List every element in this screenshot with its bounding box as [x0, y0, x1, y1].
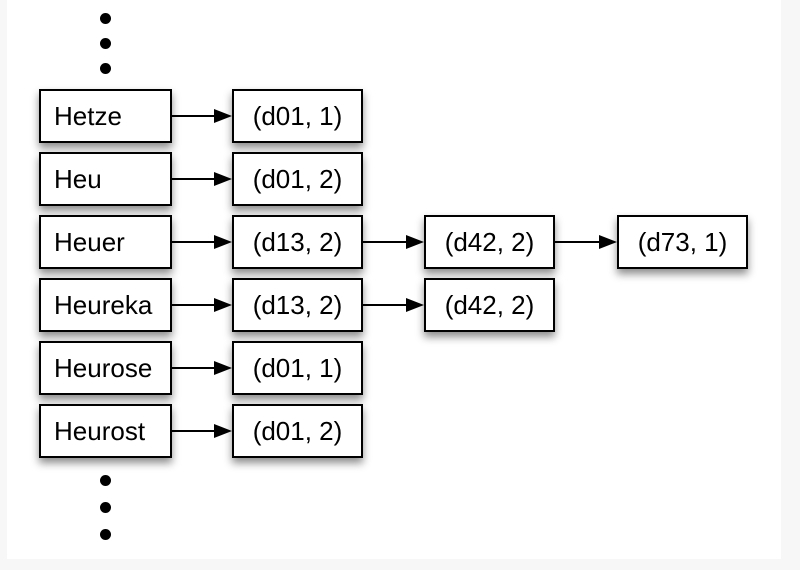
arrow-right-icon: [172, 424, 232, 438]
arrow-head: [406, 235, 424, 249]
arrow-shaft: [363, 241, 409, 243]
arrow-right-icon: [172, 298, 232, 312]
term-box-heu: Heu: [39, 152, 172, 206]
ellipsis-dot-top: [100, 62, 111, 74]
ellipsis-dot-top: [100, 12, 111, 24]
arrow-head: [214, 235, 232, 249]
arrow-right-icon: [172, 361, 232, 375]
ellipsis-dot-bottom: [100, 501, 111, 513]
term-box-heuer: Heuer: [39, 215, 172, 269]
arrow-head: [214, 298, 232, 312]
posting-box: (d01, 2): [232, 404, 363, 458]
term-box-heureka: Heureka: [39, 278, 172, 332]
arrow-head: [214, 424, 232, 438]
ellipsis-dot-bottom: [100, 528, 111, 540]
arrow-shaft: [172, 178, 217, 180]
arrow-shaft: [172, 430, 217, 432]
posting-box: (d13, 2): [232, 215, 363, 269]
ellipsis-dot-bottom: [100, 474, 111, 486]
posting-box: (d13, 2): [232, 278, 363, 332]
arrow-right-icon: [172, 172, 232, 186]
arrow-shaft: [363, 304, 409, 306]
arrow-shaft: [555, 241, 602, 243]
term-box-heurost: Heurost: [39, 404, 172, 458]
posting-box: (d73, 1): [617, 215, 748, 269]
posting-box: (d01, 1): [232, 89, 363, 143]
arrow-shaft: [172, 241, 217, 243]
posting-box: (d01, 2): [232, 152, 363, 206]
arrow-head: [599, 235, 617, 249]
arrow-right-icon: [172, 109, 232, 123]
arrow-shaft: [172, 115, 217, 117]
arrow-shaft: [172, 304, 217, 306]
posting-box: (d42, 2): [424, 278, 555, 332]
arrow-head: [406, 298, 424, 312]
arrow-right-icon: [363, 235, 424, 249]
posting-box: (d42, 2): [424, 215, 555, 269]
arrow-right-icon: [172, 235, 232, 249]
arrow-right-icon: [363, 298, 424, 312]
arrow-right-icon: [555, 235, 617, 249]
ellipsis-dot-top: [100, 37, 111, 49]
arrow-head: [214, 361, 232, 375]
arrow-shaft: [172, 367, 217, 369]
term-box-hetze: Hetze: [39, 89, 172, 143]
arrow-head: [214, 172, 232, 186]
arrow-head: [214, 109, 232, 123]
posting-box: (d01, 1): [232, 341, 363, 395]
term-box-heurose: Heurose: [39, 341, 172, 395]
